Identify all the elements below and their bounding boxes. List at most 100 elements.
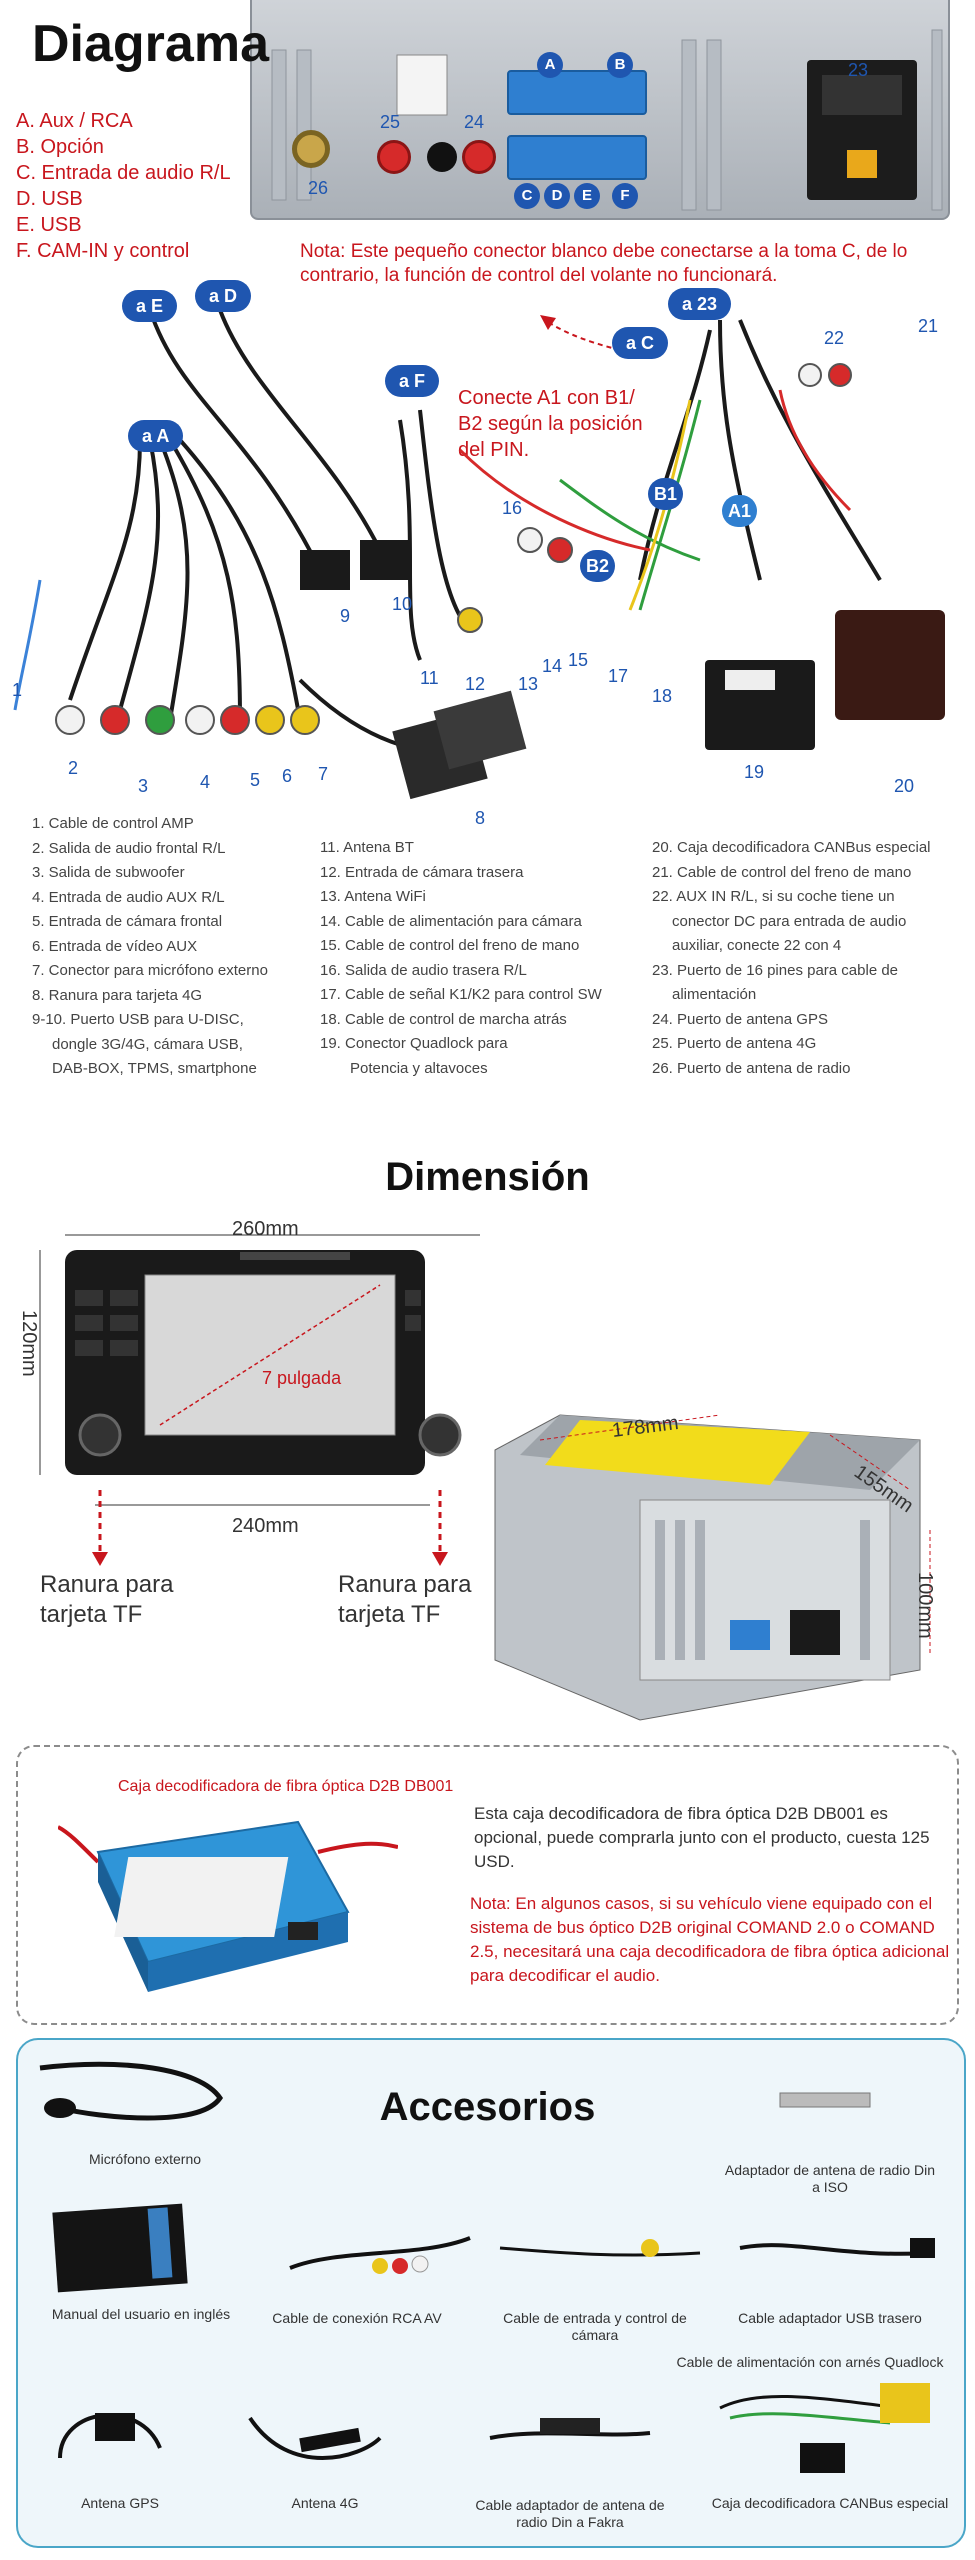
- cable-number: 20: [894, 776, 915, 796]
- bubble-ae: a E: [122, 290, 178, 322]
- acc-manual-label: Manual del usuario en inglés: [51, 2306, 231, 2322]
- acc-canbus-label: Caja decodificadora CANBus especial: [711, 2495, 949, 2511]
- list-item: 13. Antena WiFi: [320, 888, 426, 905]
- cable-number: 11: [420, 668, 439, 688]
- connector-ab: [507, 70, 647, 115]
- letter-a: A: [537, 52, 563, 78]
- cable-number: 2: [68, 758, 79, 778]
- list-item: 1. Cable de control AMP: [32, 815, 194, 832]
- diagram-title: Diagrama: [32, 15, 269, 73]
- cable-number: 10: [392, 594, 413, 614]
- port-black: [427, 142, 457, 172]
- cable-number: 16: [502, 498, 523, 518]
- list-item: 25. Puerto de antena 4G: [652, 1035, 817, 1052]
- rear-port-panel: 25 24 26 23 A B C D E F: [250, 0, 950, 220]
- list-item: 4. Entrada de audio AUX R/L: [32, 888, 225, 906]
- list-item: 20. Caja decodificadora CANBus especial: [652, 839, 931, 856]
- bubble-ac: a C: [612, 327, 669, 359]
- cable-number: 17: [608, 666, 629, 686]
- list-item: alimentación: [672, 986, 757, 1003]
- cable-number: 6: [282, 766, 293, 786]
- bubble-ad: a D: [195, 280, 252, 312]
- list-item: 23. Puerto de 16 pines para cable de: [652, 961, 899, 979]
- legend-item: F. CAM-IN y control: [16, 240, 190, 262]
- acc-rca-cable-label: Cable de conexión RCA AV: [272, 2310, 442, 2326]
- legend-list-col3: 20. Caja decodificadora CANBus especial …: [652, 836, 931, 1081]
- d2b-decoder-image: [58, 1820, 398, 1992]
- letter-b: B: [607, 52, 633, 78]
- cable-number: 12: [465, 674, 486, 694]
- list-item: 26. Puerto de antena de radio: [652, 1059, 851, 1077]
- d2b-title: Caja decodificadora de fibra óptica D2B …: [118, 1778, 454, 1795]
- acc-4g-label: Antena 4G: [291, 2495, 359, 2511]
- list-item: 17. Cable de señal K1/K2 para control SW: [320, 986, 602, 1003]
- cable-number: 13: [518, 674, 539, 694]
- dimension-illustration: [39, 1234, 931, 1721]
- list-item: 18. Cable de control de marcha atrás: [320, 1010, 567, 1028]
- list-item: 19. Conector Quadlock para: [320, 1035, 508, 1052]
- legend-item: E. USB: [16, 214, 82, 236]
- port-label-25: 25: [380, 112, 401, 132]
- port-label-24: 24: [464, 112, 485, 132]
- list-item: conector DC para entrada de audio: [672, 912, 907, 930]
- panel-vents: [271, 29, 943, 211]
- letter-e: E: [574, 183, 600, 209]
- cable-number: 15: [568, 650, 589, 670]
- port-label-26: 26: [308, 178, 329, 198]
- list-item: 16. Salida de audio trasera R/L: [320, 961, 527, 979]
- bubble-aa: a A: [128, 420, 184, 452]
- cable-number: 19: [744, 762, 765, 782]
- list-item: Potencia y altavoces: [350, 1059, 488, 1077]
- legend-list-col2: 11. Antena BT 12. Entrada de cámara tras…: [320, 836, 602, 1081]
- list-item: 7. Conector para micrófono externo: [32, 962, 268, 979]
- acc-cam-cable-label: Cable de entrada y control de cámara: [503, 2310, 687, 2343]
- list-item: 12. Entrada de cámara trasera: [320, 863, 524, 881]
- dim-width-bottom: 240mm: [232, 1515, 299, 1537]
- bubble-a1: A1: [722, 495, 758, 527]
- note-white-connector: Nota: Este pequeño conector blanco debe …: [300, 241, 908, 286]
- dim-height-left: 120mm: [18, 1310, 40, 1377]
- list-item: 2. Salida de audio frontal R/L: [32, 839, 226, 857]
- port-25: [377, 140, 411, 174]
- list-item: 5. Entrada de cámara frontal: [32, 913, 223, 930]
- cable-harness-illustration: [13, 309, 945, 800]
- bubble-b1: B1: [648, 478, 684, 510]
- bubble-af: a F: [385, 365, 440, 397]
- letter-c: C: [514, 183, 540, 209]
- cable-number: 9: [340, 606, 351, 626]
- list-item: auxiliar, conecte 22 con 4: [672, 937, 842, 954]
- cable-number: 5: [250, 770, 261, 790]
- d2b-decoder-box: Caja decodificadora de fibra óptica D2B …: [16, 1745, 959, 2025]
- cable-number: 21: [918, 316, 939, 336]
- d2b-description: Esta caja decodificadora de fibra óptica…: [474, 1804, 930, 1871]
- list-item: DAB-BOX, TPMS, smartphone: [52, 1060, 257, 1077]
- cable-number: 3: [138, 776, 149, 796]
- list-item: 22. AUX IN R/L, si su coche tiene un: [652, 888, 895, 905]
- list-item: 6. Entrada de vídeo AUX: [32, 937, 198, 955]
- box-height-label: 100mm: [914, 1572, 936, 1639]
- list-item: 8. Ranura para tarjeta 4G: [32, 986, 203, 1004]
- acc-quadlock-label: Cable de alimentación con arnés Quadlock: [676, 2354, 944, 2370]
- acc-gps-label: Antena GPS: [81, 2495, 159, 2511]
- dimension-title: Dimensión: [385, 1155, 590, 1199]
- acc-usb-cable-label: Cable adaptador USB trasero: [738, 2310, 922, 2326]
- port-26: [292, 130, 330, 168]
- list-item: 14. Cable de alimentación para cámara: [320, 912, 582, 930]
- list-item: 24. Puerto de antena GPS: [652, 1010, 828, 1028]
- list-item: dongle 3G/4G, cámara USB,: [52, 1035, 243, 1053]
- letter-f: F: [612, 183, 638, 209]
- cable-number: 22: [824, 328, 845, 348]
- port-24: [462, 140, 496, 174]
- cable-number: 18: [652, 686, 673, 706]
- acc-fakra-label: Cable adaptador de antena de radio Din a…: [475, 2497, 665, 2530]
- port-label-23: 23: [848, 60, 869, 80]
- list-item: 21. Cable de control del freno de mano: [652, 863, 912, 881]
- legend-item: C. Entrada de audio R/L: [16, 162, 231, 184]
- diagram-section: 25 24 26 23 A B C D E F Diagrama A. Aux …: [0, 0, 975, 1120]
- bubble-b2: B2: [580, 550, 616, 582]
- d2b-note: Nota: En algunos casos, si su vehículo v…: [470, 1894, 950, 1985]
- list-item: 9-10. Puerto USB para U-DISC,: [32, 1011, 244, 1028]
- note-a1: Conecte A1 con B1/ B2 según la posición …: [458, 387, 643, 461]
- connector-cdef: [507, 135, 647, 180]
- cable-number: 14: [542, 656, 563, 676]
